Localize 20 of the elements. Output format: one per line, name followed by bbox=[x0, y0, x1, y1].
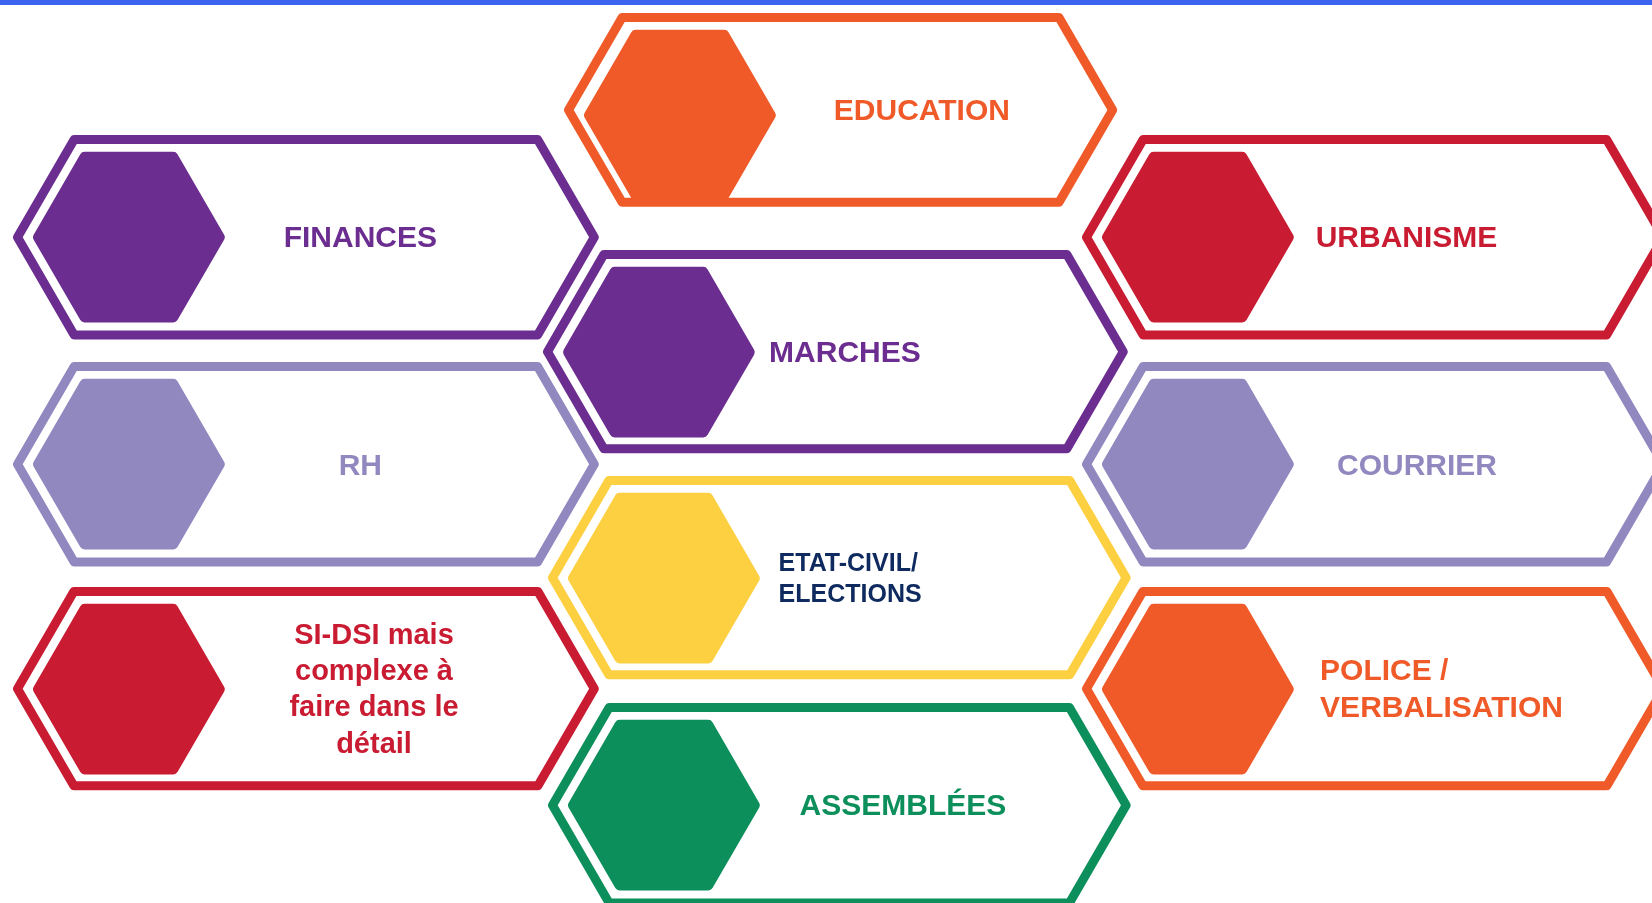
banner-label: EDUCATION bbox=[833, 91, 1010, 128]
hexagon-banner bbox=[12, 362, 599, 567]
banner-label: FINANCES bbox=[283, 219, 437, 256]
hexagon-banner bbox=[547, 476, 1131, 680]
hexagon-banner bbox=[1082, 586, 1652, 791]
banner-label: ASSEMBLÉES bbox=[799, 787, 1007, 824]
hexagon-banner bbox=[563, 12, 1117, 207]
banner-label: POLICE / VERBALISATION bbox=[1320, 652, 1564, 726]
hexagon-banner bbox=[547, 702, 1131, 903]
banner-label: COURRIER bbox=[1337, 446, 1498, 483]
hexagon-banner bbox=[1082, 134, 1652, 340]
hexagon-banner bbox=[12, 586, 599, 791]
hexagon-banner bbox=[542, 249, 1128, 453]
banner-label: MARCHES bbox=[769, 333, 921, 370]
banner-label: RH bbox=[338, 446, 382, 483]
banner-label: SI-DSI mais complexe à faire dans le détail bbox=[288, 617, 460, 761]
hexagon-banner bbox=[12, 134, 599, 340]
hexagon-banner bbox=[1082, 362, 1652, 567]
banner-label: URBANISME bbox=[1315, 219, 1498, 256]
banner-label: ETAT-CIVIL/ ELECTIONS bbox=[778, 546, 923, 609]
